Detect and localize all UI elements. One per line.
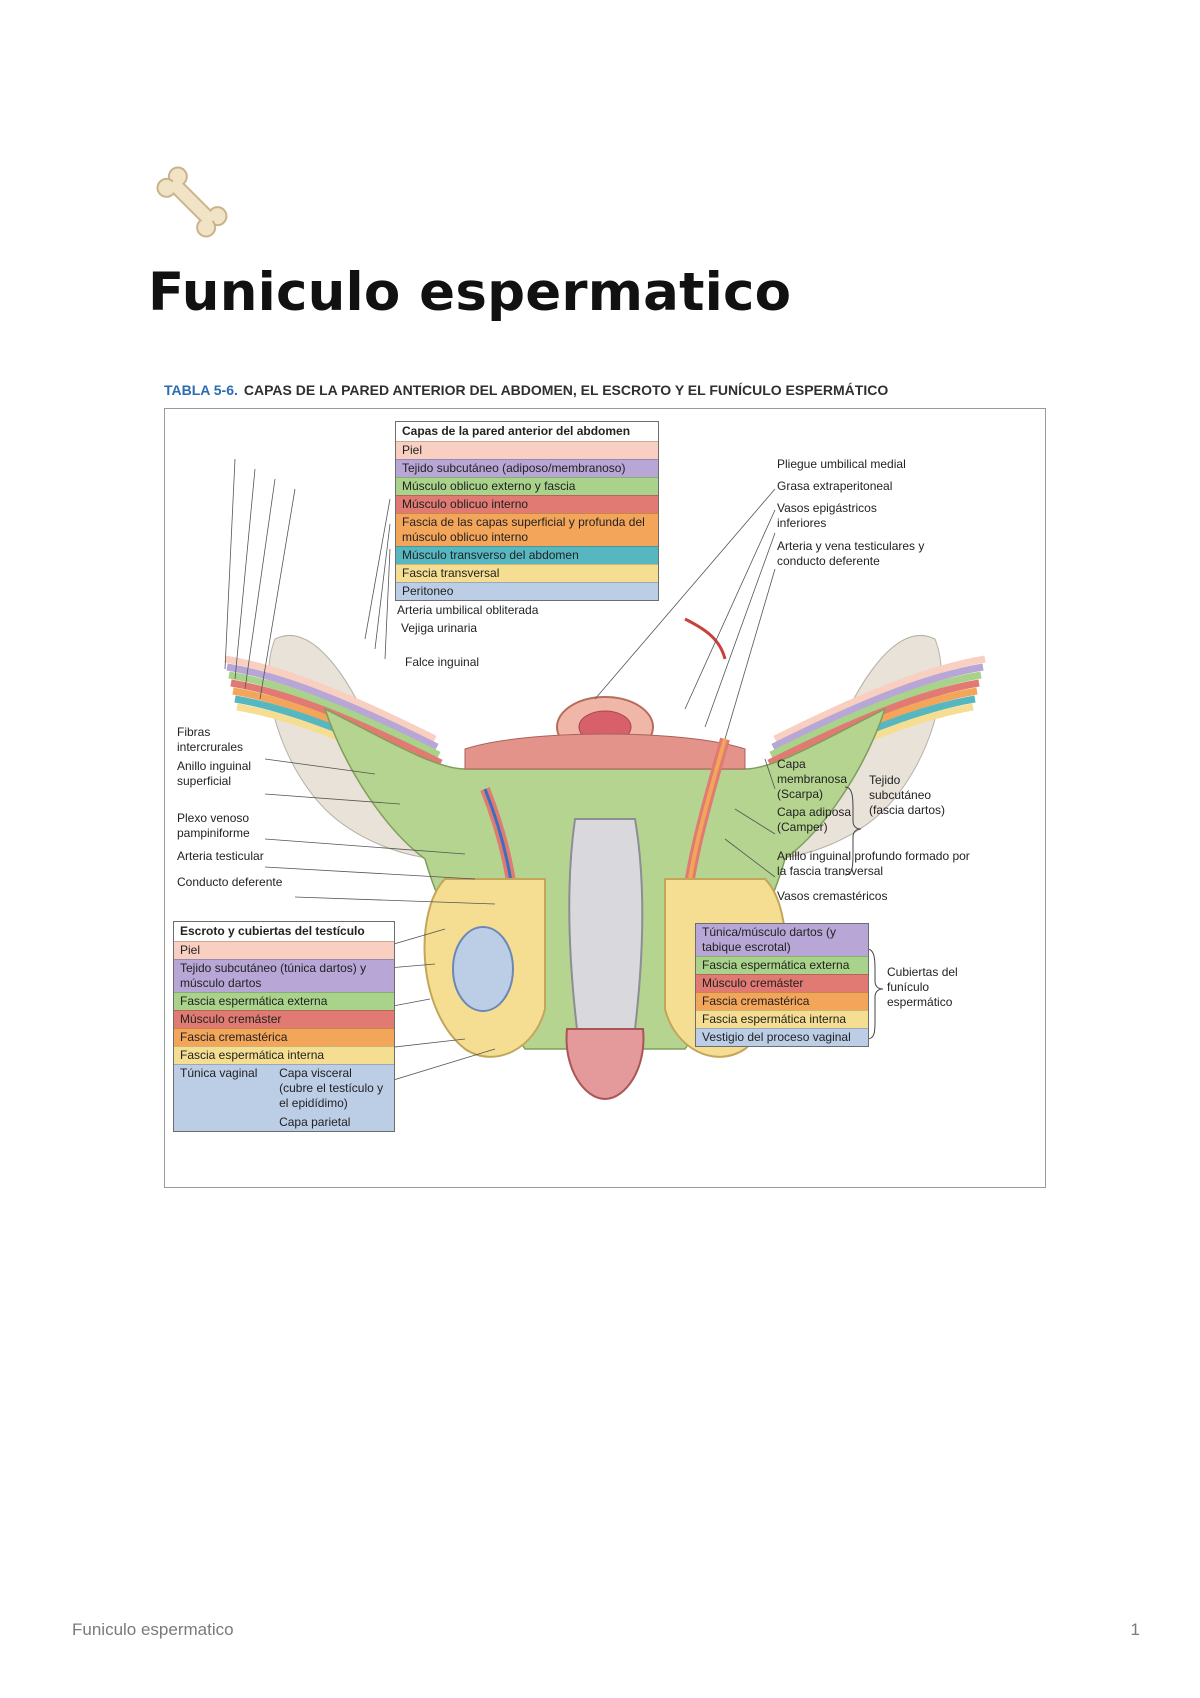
label-vasos-cremastericos: Vasos cremastéricos	[777, 889, 888, 903]
label-arteria-vena: Arteria y vena testiculares y conducto d…	[777, 539, 925, 568]
scrotum-legend-row: Tejido subcutáneo (túnica dartos) y músc…	[174, 959, 394, 992]
bone-icon	[148, 158, 236, 246]
anatomy-illustration	[224, 458, 986, 1101]
label-arteria-umbilical: Arteria umbilical obliterada	[397, 603, 539, 617]
abdomen-legend-row: Fascia de las capas superficial y profun…	[396, 513, 658, 546]
label-falce: Falce inguinal	[405, 655, 480, 669]
cord-legend-row: Túnica/músculo dartos (y tabique escrota…	[696, 924, 868, 956]
caption-number: TABLA 5-6.	[164, 382, 238, 398]
label-plexo: Plexo venoso pampiniforme	[177, 811, 250, 840]
label-grasa: Grasa extraperitoneal	[777, 479, 893, 493]
label-vejiga: Vejiga urinaria	[401, 621, 478, 635]
caption-text: CAPAS DE LA PARED ANTERIOR DEL ABDOMEN, …	[243, 382, 889, 398]
abdomen-legend-row: Peritoneo	[396, 582, 658, 600]
footer-title: Funiculo espermatico	[72, 1620, 234, 1639]
cord-legend-row: Fascia cremastérica	[696, 992, 868, 1010]
scrotum-legend-row: Fascia espermática externa	[174, 992, 394, 1010]
figure-caption: TABLA 5-6. CAPAS DE LA PARED ANTERIOR DEL…	[164, 382, 888, 398]
scrotum-tunica-block: Túnica vaginal Capa visceral (cubre el t…	[174, 1064, 394, 1131]
abdomen-legend: Capas de la pared anterior del abdomen P…	[395, 421, 659, 601]
abdomen-legend-row: Fascia transversal	[396, 564, 658, 582]
anatomy-figure: TABLA 5-6. CAPAS DE LA PARED ANTERIOR DEL…	[164, 382, 1050, 1188]
label-capa-adiposa: Capa adiposa (Camper)	[777, 805, 852, 834]
label-arteria-testicular: Arteria testicular	[177, 849, 264, 863]
abdomen-legend-row: Músculo oblicuo externo y fascia	[396, 477, 658, 495]
scrotum-legend-row: Músculo cremáster	[174, 1010, 394, 1028]
tunica-vaginal-label: Túnica vaginal	[180, 1066, 258, 1080]
label-cubiertas-funiculo: Cubiertas del funículo espermático	[887, 965, 958, 1009]
scrotum-legend-header: Escroto y cubiertas del testículo	[174, 922, 394, 941]
abdomen-legend-header: Capas de la pared anterior del abdomen	[396, 422, 658, 441]
page-title: Funiculo espermatico	[148, 262, 792, 323]
label-vasos-epigastricos: Vasos epigástricos inferiores	[777, 501, 877, 530]
abdomen-legend-row: Piel	[396, 441, 658, 459]
label-fibras: Fibras intercrurales	[177, 725, 244, 754]
label-pliegue: Pliegue umbilical medial	[777, 457, 906, 471]
label-capa-membranosa: Capa membranosa (Scarpa)	[777, 757, 848, 801]
label-tejido-subcutaneo: Tejido subcutáneo (fascia dartos)	[869, 773, 946, 817]
tunica-parietal: Capa parietal	[279, 1115, 351, 1129]
label-conducto-deferente: Conducto deferente	[177, 875, 283, 889]
abdomen-legend-row: Músculo oblicuo interno	[396, 495, 658, 513]
label-anillo-superficial: Anillo inguinal superficial	[177, 759, 252, 788]
label-anillo-profundo: Anillo inguinal profundo formado por la …	[777, 849, 970, 878]
cord-legend-row: Músculo cremáster	[696, 974, 868, 992]
scrotum-legend-row: Fascia cremastérica	[174, 1028, 394, 1046]
abdomen-legend-row: Músculo transverso del abdomen	[396, 546, 658, 564]
page-number: 1	[1130, 1620, 1140, 1639]
tunica-visceral: Capa visceral (cubre el testículo y el e…	[279, 1066, 384, 1110]
figure-frame: Capas de la pared anterior del abdomen P…	[164, 408, 1046, 1188]
scrotum-legend-row: Fascia espermática interna	[174, 1046, 394, 1064]
scrotum-legend-row: Piel	[174, 941, 394, 959]
scrotum-legend: Escroto y cubiertas del testículo Piel T…	[173, 921, 395, 1132]
cord-legend-row: Fascia espermática externa	[696, 956, 868, 974]
abdomen-legend-row: Tejido subcutáneo (adiposo/membranoso)	[396, 459, 658, 477]
cord-legend-row: Fascia espermática interna	[696, 1010, 868, 1028]
cord-legend-row: Vestigio del proceso vaginal	[696, 1028, 868, 1046]
cord-legend: Túnica/músculo dartos (y tabique escrota…	[695, 923, 869, 1047]
